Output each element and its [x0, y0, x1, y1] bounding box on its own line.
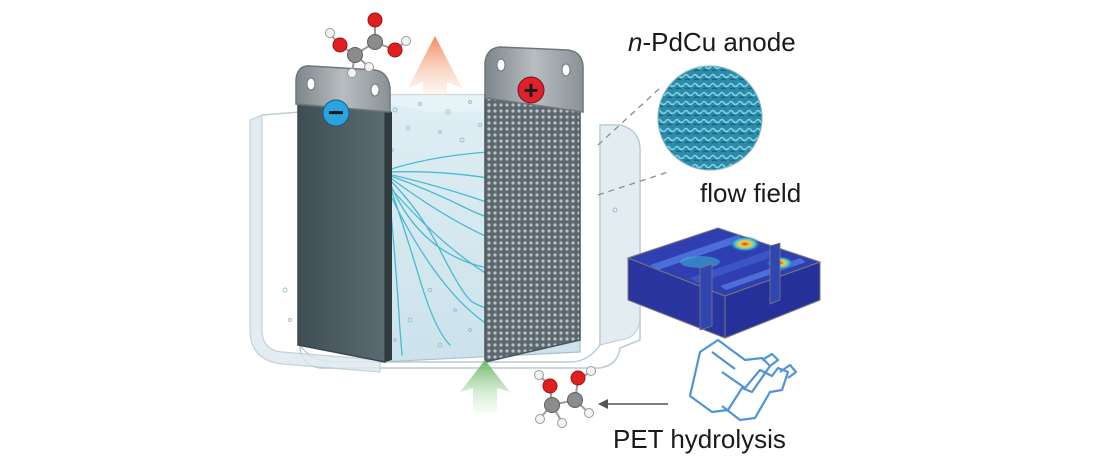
flow-field-inset [626, 227, 822, 339]
electrochemical-reactor: + − [249, 46, 641, 373]
anode-nanostructure-inset [657, 65, 763, 171]
arrow-left-icon [598, 399, 668, 409]
positive-terminal-sign: + [523, 75, 538, 105]
ethylene-glycol-molecule-icon [534, 366, 596, 428]
negative-terminal-sign: − [328, 97, 344, 128]
arrow-up-icon [460, 360, 510, 412]
pet-bottle-icon [688, 338, 798, 422]
anode-label: n-PdCu anode [628, 27, 796, 57]
negative-terminal-icon [322, 99, 350, 127]
flow-field-label: flow field [700, 178, 802, 208]
cathode-plate [297, 99, 386, 363]
glycolate-molecule-icon [325, 12, 411, 78]
pet-hydrolysis-label: PET hydrolysis [613, 424, 786, 454]
anode-label-prefix: n [628, 27, 643, 57]
positive-terminal-icon [517, 76, 545, 104]
arrow-up-icon [408, 36, 462, 96]
zoom-guide-lines [597, 87, 669, 196]
cathode-tab [295, 65, 391, 113]
anode-plate [484, 94, 581, 363]
anode-label-rest: -PdCu anode [642, 27, 796, 57]
